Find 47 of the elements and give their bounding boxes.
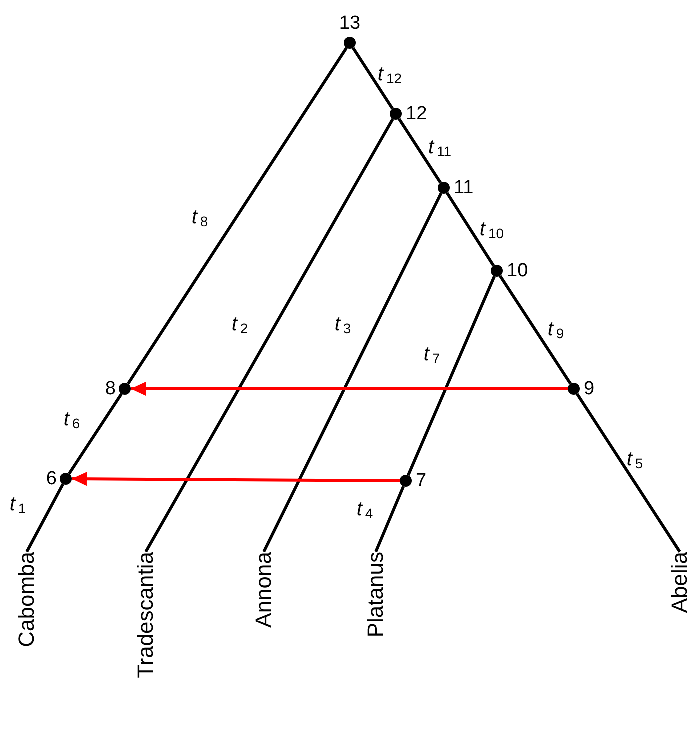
arrow [131, 382, 568, 396]
branch-line [68, 393, 123, 475]
node-number: 9 [584, 380, 595, 398]
branch-length-label: t$_{11}$ [428, 138, 452, 158]
taxon-label: Annona [253, 552, 275, 628]
branch-length-label: t$_{10}$ [480, 220, 504, 240]
branch-line [262, 192, 443, 553]
node-number: 6 [46, 470, 57, 488]
node-number: 12 [406, 104, 428, 124]
branch-line [144, 118, 394, 553]
node-number: 10 [507, 262, 528, 280]
branch-length-label: t$_{6}$ [64, 410, 80, 430]
node-dot [390, 108, 402, 120]
branch-length-label: t$_{5}$ [626, 450, 644, 470]
branch-line [398, 118, 442, 184]
branch-line [499, 275, 572, 385]
node-dot [119, 383, 131, 395]
branch-length-label: t$_{9}$ [548, 320, 564, 340]
node-dot [400, 475, 412, 487]
node-dot [491, 265, 503, 277]
node-dot [568, 383, 580, 395]
branch-length-label: t$_{3}$ [334, 314, 352, 336]
branch-length-label: t$_{1}$ [10, 494, 26, 516]
branch-line [352, 47, 394, 110]
taxon-label: Platanus [365, 552, 387, 638]
branch-line [407, 276, 496, 476]
node-number: 7 [416, 472, 427, 490]
branch-length-label: t$_{7}$ [424, 344, 440, 366]
taxon-label: Tradescantia [135, 552, 157, 678]
node-number: 13 [339, 14, 361, 33]
branch-line [127, 47, 348, 385]
arrow [72, 472, 400, 486]
node-dot [438, 182, 450, 194]
branch-length-label: t$_{2}$ [232, 314, 248, 336]
branch-line [576, 393, 682, 553]
branch-line [374, 486, 406, 553]
taxon-label: Abelia [669, 552, 691, 614]
node-dot [60, 473, 72, 485]
node-number: 11 [454, 178, 474, 198]
node-number: 8 [105, 380, 116, 398]
taxon-label: Cabomba [16, 552, 38, 648]
branch-line [26, 484, 64, 553]
branch-length-label: t$_{4}$ [356, 500, 374, 520]
node-dot [344, 37, 356, 49]
branch-length-label: t$_{12}$ [378, 64, 402, 86]
branch-length-label: t$_{8}$ [192, 208, 208, 228]
branch-line [446, 192, 496, 267]
